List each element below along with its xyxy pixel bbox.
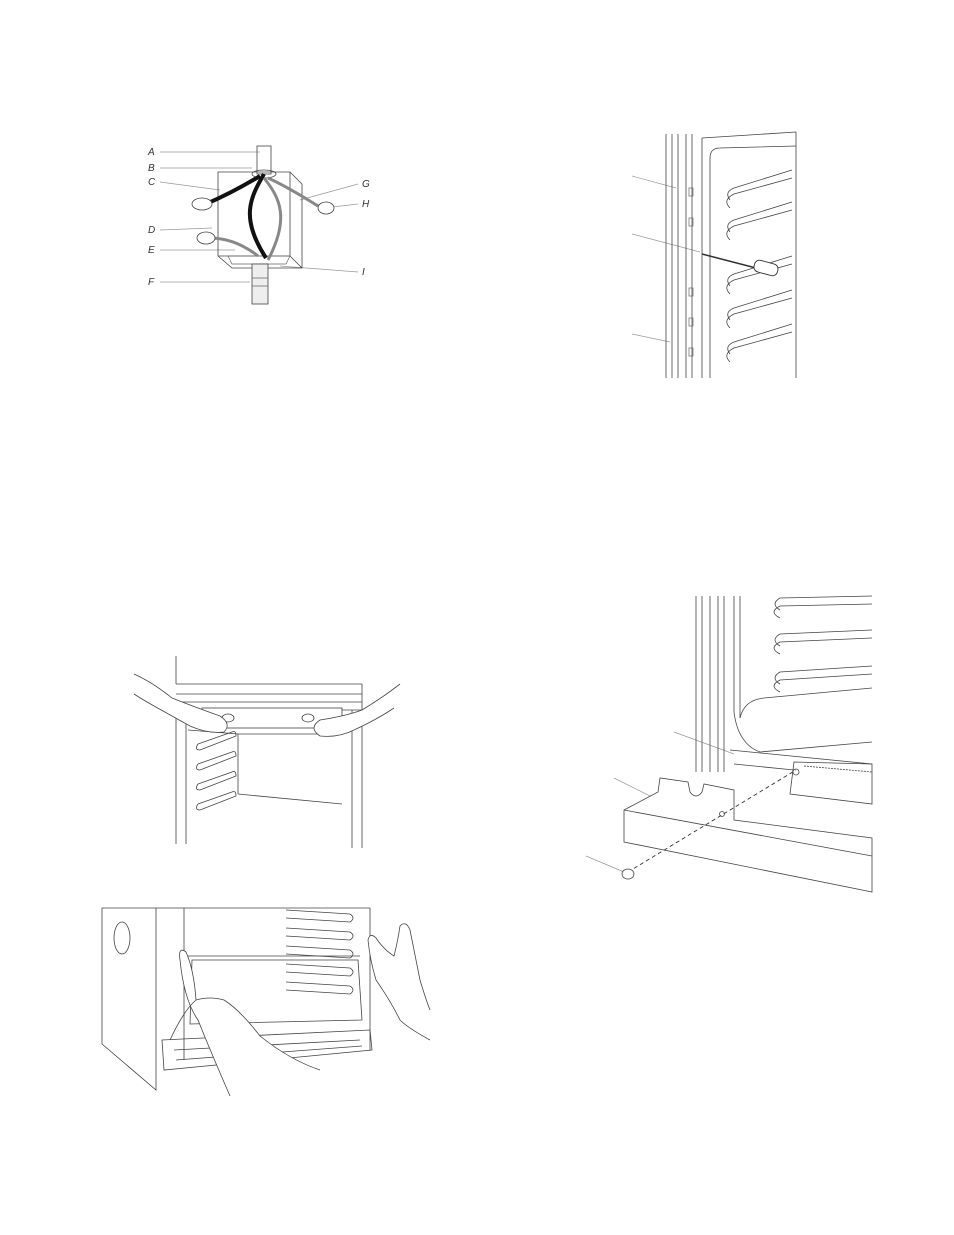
leader-lines: [159, 151, 359, 283]
wire-nuts: [191, 197, 335, 245]
hinge-slots: [688, 187, 694, 357]
bottom-bracket-diagram: [584, 594, 874, 906]
label-e: E: [148, 245, 155, 256]
hands-icon: [133, 673, 401, 737]
label-i: I: [362, 267, 365, 278]
label-h: H: [362, 199, 370, 210]
oven-cabinet: [175, 656, 363, 848]
label-c: C: [148, 177, 156, 188]
conduit-top: [251, 145, 277, 179]
oven-frame: [665, 131, 797, 378]
oven-frame: [695, 596, 873, 805]
bracket: [623, 777, 873, 893]
screwdriver-icon: [701, 253, 779, 277]
junction-box-diagram: A B C D E F G H I: [140, 138, 380, 318]
oven-rack-rails: [196, 731, 237, 811]
label-f: F: [148, 277, 155, 288]
oven-body: [101, 907, 373, 1091]
oven-rack-rails: [726, 169, 793, 363]
push-oven-diagram: [100, 900, 432, 1096]
oven-rack-rails: [285, 909, 354, 995]
oven-rack-rails: [773, 595, 873, 693]
lift-panel-diagram: [132, 654, 404, 850]
conduit-bottom: [251, 263, 269, 305]
door-hinge-screw-diagram: [630, 128, 800, 380]
hands-icon: [169, 923, 431, 1096]
label-g: G: [362, 179, 370, 190]
label-a: A: [147, 147, 155, 158]
junction-box: [217, 171, 303, 269]
label-b: B: [148, 163, 155, 174]
label-d: D: [148, 225, 155, 236]
screw-icon: [621, 868, 635, 880]
